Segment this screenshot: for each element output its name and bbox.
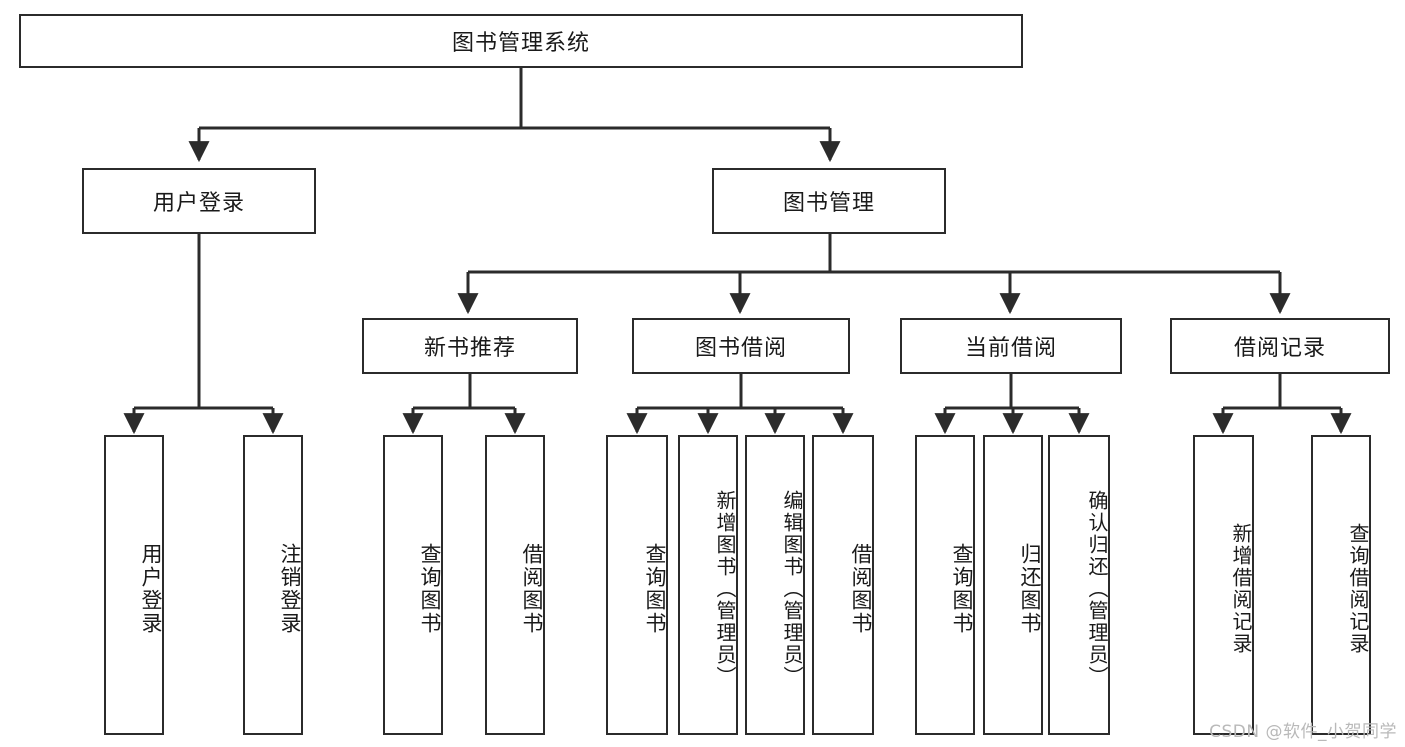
- node-book-management[interactable]: 图书管理: [712, 168, 946, 234]
- leaf-query-borrow-record[interactable]: 查询借阅记录: [1311, 435, 1371, 735]
- leaf-edit-book-admin-label: 编辑图书（管理员）: [780, 490, 804, 688]
- leaf-query-book-current[interactable]: 查询图书: [915, 435, 975, 735]
- leaf-add-book-admin-label: 新增图书（管理员）: [713, 490, 737, 688]
- leaf-return-book[interactable]: 归还图书: [983, 435, 1043, 735]
- leaf-user-login-label: 用户登录: [139, 543, 163, 635]
- node-book-management-label: 图书管理: [782, 191, 875, 216]
- leaf-add-book-admin[interactable]: 新增图书（管理员）: [678, 435, 738, 735]
- leaf-query-book-borrow[interactable]: 查询图书: [606, 435, 668, 735]
- leaf-query-book-recommend-label: 查询图书: [418, 543, 442, 635]
- watermark-text: CSDN @软件_小贺同学: [1209, 722, 1397, 742]
- leaf-query-book-borrow-label: 查询图书: [643, 543, 667, 635]
- node-root-label: 图书管理系统: [451, 31, 590, 56]
- leaf-add-borrow-record-label: 新增借阅记录: [1229, 523, 1253, 655]
- node-borrow-record[interactable]: 借阅记录: [1170, 318, 1390, 374]
- leaf-user-logout-label: 注销登录: [278, 543, 302, 635]
- leaf-confirm-return-admin-label: 确认归还（管理员）: [1085, 490, 1109, 688]
- leaf-borrow-book-recommend-label: 借阅图书: [520, 543, 544, 635]
- node-user-login[interactable]: 用户登录: [82, 168, 316, 234]
- leaf-user-logout[interactable]: 注销登录: [243, 435, 303, 735]
- leaf-borrow-book-recommend[interactable]: 借阅图书: [485, 435, 545, 735]
- node-user-login-label: 用户登录: [152, 191, 245, 216]
- leaf-borrow-book-label: 借阅图书: [849, 543, 873, 635]
- node-current-borrow-label: 当前借阅: [964, 336, 1057, 361]
- node-root[interactable]: 图书管理系统: [19, 14, 1023, 68]
- node-new-book-recommend[interactable]: 新书推荐: [362, 318, 578, 374]
- node-book-borrow[interactable]: 图书借阅: [632, 318, 850, 374]
- leaf-add-borrow-record[interactable]: 新增借阅记录: [1193, 435, 1254, 735]
- leaf-query-book-current-label: 查询图书: [950, 543, 974, 635]
- leaf-user-login[interactable]: 用户登录: [104, 435, 164, 735]
- node-current-borrow[interactable]: 当前借阅: [900, 318, 1122, 374]
- leaf-query-book-recommend[interactable]: 查询图书: [383, 435, 443, 735]
- node-new-book-recommend-label: 新书推荐: [423, 336, 516, 361]
- leaf-return-book-label: 归还图书: [1018, 543, 1042, 635]
- leaf-query-borrow-record-label: 查询借阅记录: [1346, 523, 1370, 655]
- node-book-borrow-label: 图书借阅: [694, 336, 787, 361]
- leaf-confirm-return-admin[interactable]: 确认归还（管理员）: [1048, 435, 1110, 735]
- leaf-edit-book-admin[interactable]: 编辑图书（管理员）: [745, 435, 805, 735]
- node-borrow-record-label: 借阅记录: [1233, 336, 1326, 361]
- leaf-borrow-book[interactable]: 借阅图书: [812, 435, 874, 735]
